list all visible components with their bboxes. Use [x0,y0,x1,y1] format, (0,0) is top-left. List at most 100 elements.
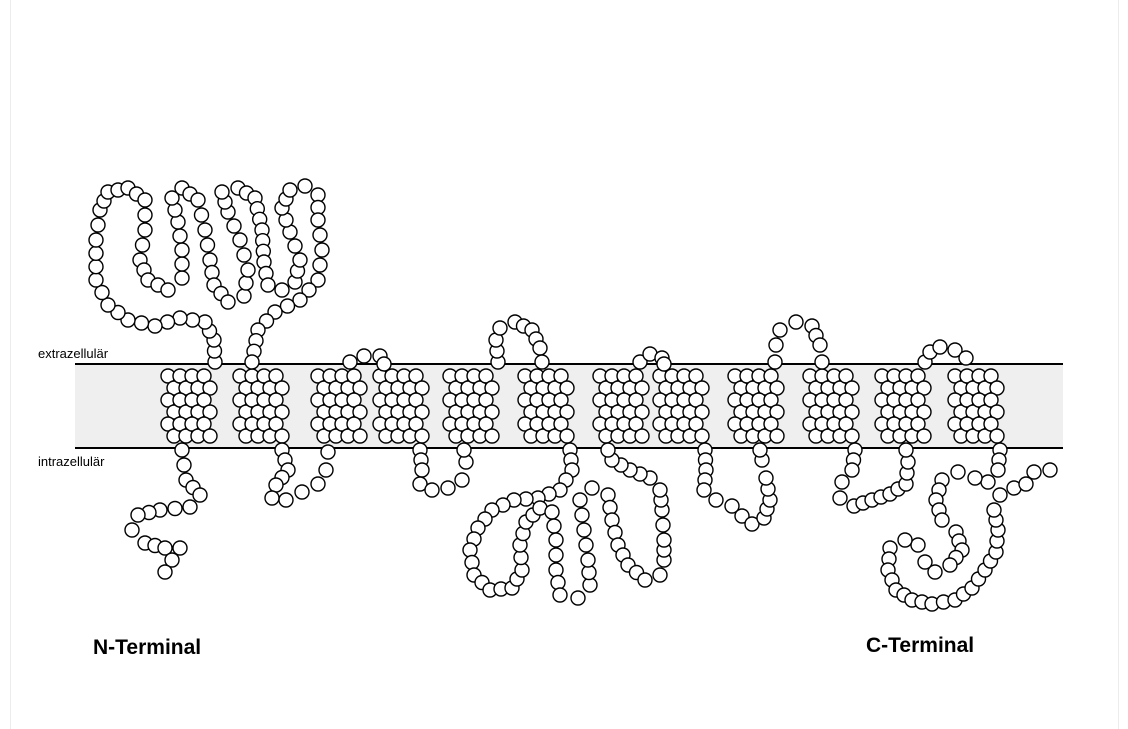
residue-circle [311,213,325,227]
residue-circle [319,463,333,477]
residue-circle [237,248,251,262]
residue-circle [313,228,327,242]
residue-circle [311,477,325,491]
residue-circle [981,475,995,489]
residue-circle [138,223,152,237]
extracellular-label: extrazellulär [38,346,109,361]
residue-circle [203,429,217,443]
residue-circle [221,295,235,309]
residue-circle [463,543,477,557]
residue-circle [549,533,563,547]
residue-circle [131,508,145,522]
residue-circle [959,351,973,365]
residue-circle [175,271,189,285]
residue-circle [241,263,255,277]
residue-circle [193,488,207,502]
residue-circle [269,478,283,492]
residue-circle [275,429,289,443]
residue-circle [815,355,829,369]
residue-circle [293,253,307,267]
residue-circle [493,321,507,335]
residue-circle [457,443,471,457]
residue-circle [845,463,859,477]
residue-circle [158,565,172,579]
residue-circle [657,533,671,547]
residue-circle [198,315,212,329]
residue-circle [709,493,723,507]
residue-circle [283,183,297,197]
residue-circle [186,313,200,327]
residue-circle [175,257,189,271]
residue-circle [175,243,189,257]
residue-circle [353,429,367,443]
residue-circle [773,323,787,337]
residue-circle [261,278,275,292]
residue-circle [581,553,595,567]
residue-circle [917,429,931,443]
residue-circle [125,523,139,537]
residue-circle [603,501,617,515]
residue-circle [833,491,847,505]
residue-circle [455,473,469,487]
residue-circle [697,483,711,497]
residue-circle [918,555,932,569]
residue-circle [215,185,229,199]
residue-circle [183,500,197,514]
residue-circle [990,429,1004,443]
residue-circle [547,519,561,533]
residue-circle [415,429,429,443]
residue-circle [191,193,205,207]
residue-circle [313,258,327,272]
residue-circle [695,429,709,443]
n-terminal-label: N-Terminal [93,636,201,659]
residue-circle [943,558,957,572]
residue-circle [533,341,547,355]
residue-circle [201,238,215,252]
residue-circle [898,533,912,547]
residue-circle [298,179,312,193]
residue-circle [657,357,671,371]
residue-circle [653,568,667,582]
residue-circle [993,488,1007,502]
residue-circle [148,319,162,333]
residue-circle [577,523,591,537]
residue-circle [239,276,253,290]
residue-circle [205,266,219,280]
intracellular-label: intrazellulär [38,454,105,469]
residue-circle [203,253,217,267]
residue-circle [571,591,585,605]
residue-circle [321,445,335,459]
residue-circle [575,508,589,522]
residue-circle [991,463,1005,477]
residue-circle [173,229,187,243]
residue-circle [935,513,949,527]
residue-circle [1019,477,1033,491]
residue-circle [343,355,357,369]
residue-circle [911,538,925,552]
residue-circle [933,340,947,354]
residue-circle [175,443,189,457]
residue-circle [605,513,619,527]
residue-circle [161,283,175,297]
residue-circle [1027,465,1041,479]
residue-circle [968,471,982,485]
residue-circle [377,357,391,371]
residue-circle [551,576,565,590]
c-terminal-label: C-Terminal [866,634,974,657]
residue-circle [579,538,593,552]
residue-circle [549,548,563,562]
residue-circle [813,338,827,352]
residue-circle [89,246,103,260]
residue-circle [441,481,455,495]
residue-circle [245,355,259,369]
residue-circle [136,238,150,252]
residue-circle [168,502,182,516]
residue-circle [295,485,309,499]
residue-circle [315,243,329,257]
residue-circle [585,481,599,495]
residue-circle [899,443,913,457]
residue-circle [535,355,549,369]
residue-circle [425,483,439,497]
residue-circle [656,518,670,532]
residue-circle [635,429,649,443]
